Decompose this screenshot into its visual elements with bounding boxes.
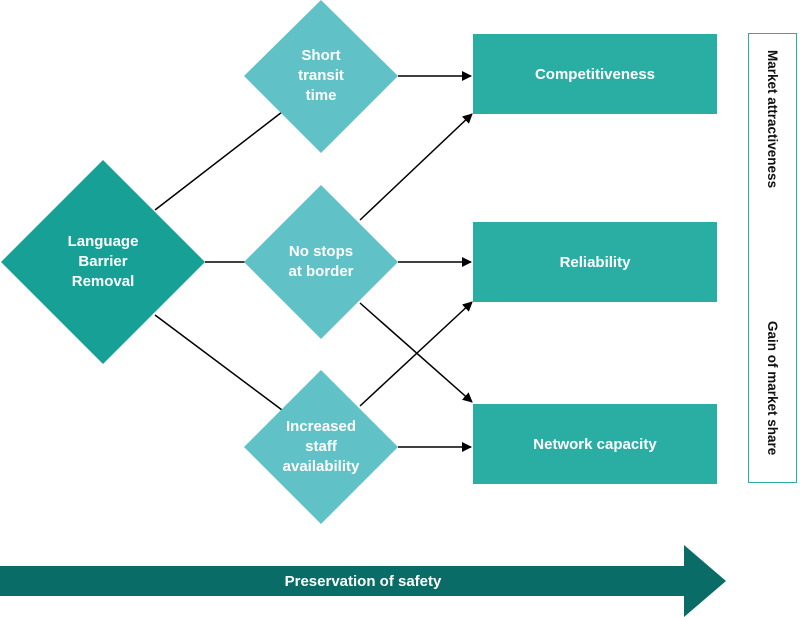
side-panel-top-label: Market attractiveness <box>765 50 780 189</box>
factor-label-no-stops: No stops at border <box>288 243 354 280</box>
arrow-no-stops-to-competitiveness <box>359 113 473 221</box>
connector-main-to-staff <box>154 314 283 411</box>
connector-main-to-short-transit <box>154 111 283 211</box>
outcome-box-competitiveness: Competitiveness <box>473 34 717 114</box>
arrow-no-stops-to-network-capacity <box>359 302 473 403</box>
outcome-box-reliability: Reliability <box>473 222 717 302</box>
factor-label-staff: Increased staff availability <box>282 418 360 475</box>
bottom-arrow-label: Preservation of safety <box>284 572 442 590</box>
outcome-box-network-capacity: Network capacity <box>473 404 717 484</box>
side-panel-bottom-label: Gain of market share <box>765 321 780 456</box>
factor-diamond-no-stops <box>244 185 398 339</box>
factor-label-short-transit: Short transit time <box>298 47 344 104</box>
side-panel: Market attractiveness Gain of market sha… <box>748 33 797 483</box>
main-diamond <box>1 160 205 364</box>
arrow-staff-to-reliability <box>359 301 473 407</box>
bottom-arrow <box>0 545 726 617</box>
factor-diamond-short-transit <box>244 0 398 153</box>
main-factor-label: Language Barrier Removal <box>67 233 139 290</box>
factor-diamond-staff <box>244 370 398 524</box>
